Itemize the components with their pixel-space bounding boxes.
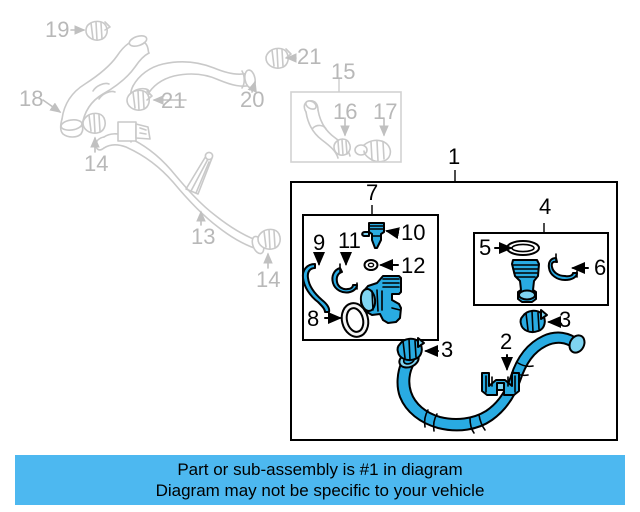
thermostat-box-contents (301, 222, 402, 338)
callout-label-18: 18 (19, 86, 44, 111)
callout-label-1: 1 (448, 144, 461, 169)
connector-17 (354, 139, 392, 163)
callout-label-21-right: 21 (297, 44, 322, 69)
callout-label-19: 19 (45, 17, 70, 42)
callout-label-17: 17 (373, 99, 398, 124)
retainer-bracket (481, 372, 520, 396)
callout-label-6: 6 (594, 255, 607, 280)
callout-label-5: 5 (479, 235, 492, 260)
outlet-box-contents (494, 240, 589, 303)
radiator-hose-18 (59, 41, 150, 138)
callout-label-2: 2 (500, 329, 513, 354)
callout-label-9: 9 (313, 230, 326, 255)
arrow-18 (42, 99, 62, 113)
callout-label-3-upper: 3 (559, 307, 572, 332)
caption-banner: Part or sub-assembly is #1 in diagram Di… (15, 455, 625, 505)
arrow-10 (385, 227, 400, 240)
callout-label-16: 16 (333, 99, 358, 124)
clamp-19 (85, 20, 111, 41)
outlet-sub-box (473, 232, 609, 306)
callout-label-14-lower: 14 (256, 267, 281, 292)
inlet-hose-box-contents (303, 100, 392, 163)
callout-label-12: 12 (401, 253, 426, 278)
callout-label-10: 10 (401, 220, 426, 245)
clamp-14-lower (257, 228, 281, 250)
clip-short (331, 263, 358, 294)
callout-label-3-lower: 3 (441, 337, 454, 362)
callout-label-13: 13 (191, 224, 216, 249)
gasket-seal (340, 302, 370, 338)
hose-clamp-lower (396, 337, 425, 362)
clamp-21-left (126, 89, 153, 111)
thermostat-housing-body (359, 275, 402, 324)
caption-line-2: Diagram may not be specific to your vehi… (155, 481, 485, 500)
clamp-21-right (265, 47, 292, 69)
coolant-temp-sensor (361, 222, 385, 249)
o-ring-large (506, 240, 540, 256)
inlet-hose-box (290, 91, 402, 163)
outlet-connector-body (511, 259, 540, 303)
caption-line-1: Part or sub-assembly is #1 in diagram (177, 460, 463, 479)
callout-label-4: 4 (539, 194, 552, 219)
hose-clamp-upper (519, 309, 548, 334)
callout-label-11: 11 (338, 228, 361, 253)
callout-label-21-left: 21 (161, 88, 186, 113)
arrow-20 (247, 80, 257, 93)
callout-label-20: 20 (240, 87, 265, 112)
retaining-clip-outlet (547, 253, 578, 281)
clip-long (301, 263, 331, 313)
clamp-16 (333, 138, 351, 156)
main-assembly-box (290, 181, 618, 441)
callout-label-7: 7 (366, 180, 379, 205)
ghost-parts-group (42, 20, 402, 269)
callout-label-14-upper: 14 (84, 151, 109, 176)
hose-19-segment (128, 35, 150, 54)
clamp-14-upper (82, 112, 106, 134)
long-coolant-pipe (95, 121, 265, 255)
callout-label-15: 15 (331, 59, 356, 84)
o-ring-small (363, 259, 379, 271)
callout-label-8: 8 (307, 306, 320, 331)
